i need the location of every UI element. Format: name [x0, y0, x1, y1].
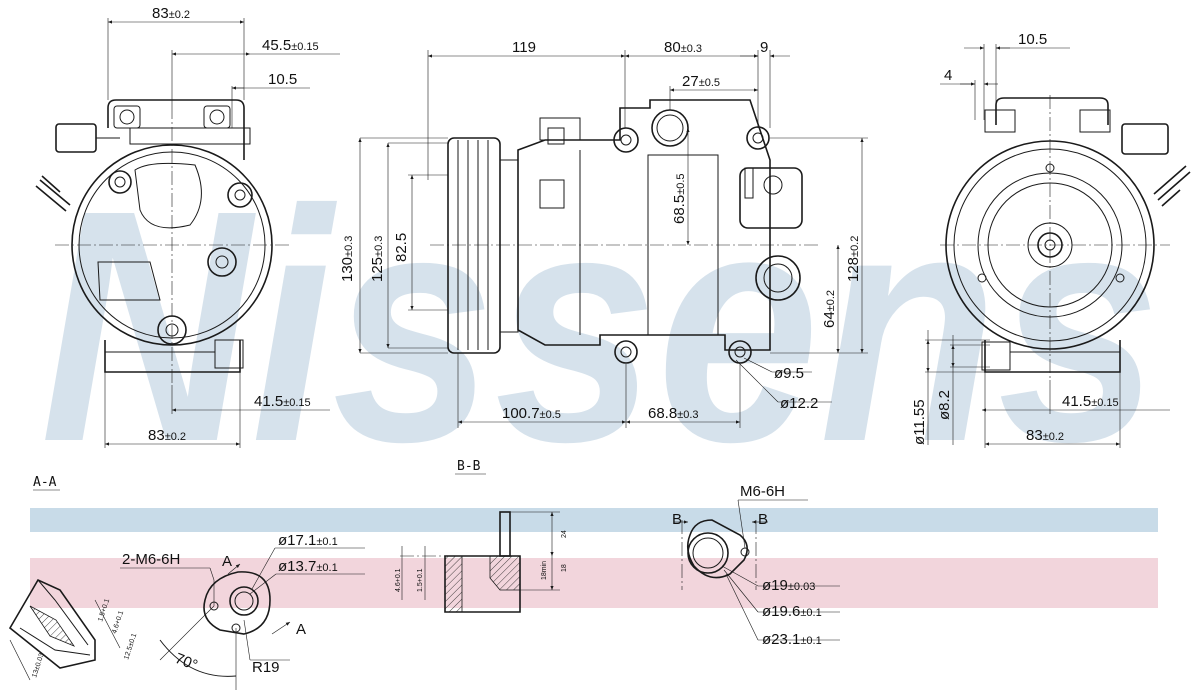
dim-130: 130±0.3 — [339, 236, 356, 282]
flange-dia-19-6: ø19.6±0.1 — [762, 603, 822, 620]
aa-dia-13-7: ø13.7±0.1 — [278, 558, 338, 575]
dim-bottom-width-left: 83±0.2 — [148, 427, 186, 444]
dim-80: 80±0.3 — [664, 39, 702, 56]
right-view: 10.5 4 ø11.55 ø8.2 41.5±0.15 83±0.2 — [911, 31, 1191, 448]
section-bb-label: B-B — [457, 459, 481, 474]
flange-thread: M6-6H — [740, 483, 785, 500]
flange-detail: B B M6-6H ø19±0.03 ø19.6±0.1 ø23.1±0.1 — [672, 483, 840, 648]
flange-dia-19: ø19±0.03 — [762, 577, 815, 594]
dim-10-5-right: 10.5 — [1018, 31, 1047, 48]
section-aa: A-A 1.5+0.1 4.6+0.1 12.5±0.1 13±0.03 2-M… — [8, 475, 365, 690]
dim-45-5: 45.5±0.15 — [262, 37, 319, 54]
dia-11-55: ø11.55 — [911, 399, 928, 445]
aa-small-2: 4.6+0.1 — [111, 610, 125, 635]
dim-27: 27±0.5 — [682, 73, 720, 90]
blue-band — [30, 508, 1158, 532]
dim-82-5: 82.5 — [393, 233, 410, 262]
aa-angle: 70° — [173, 650, 200, 674]
aa-small-4: 13±0.03 — [31, 652, 45, 678]
aa-dia-17-1: ø17.1±0.1 — [278, 532, 338, 549]
dim-119: 119 — [512, 39, 536, 56]
dim-68-5: 68.5±0.5 — [671, 173, 688, 224]
middle-view: 119 80±0.3 9 27±0.5 130±0.3 125±0.3 82.5… — [339, 39, 868, 428]
dia-9-5: ø9.5 — [774, 365, 804, 382]
dim-41-5-left: 41.5±0.15 — [254, 393, 311, 410]
aa-arrow-a-bottom: A — [296, 621, 306, 638]
bb-small-18: 18 — [561, 564, 568, 572]
aa-radius: R19 — [252, 659, 280, 676]
dim-128: 128±0.2 — [845, 236, 862, 282]
dim-68-8: 68.8±0.3 — [648, 405, 699, 422]
dia-12-2: ø12.2 — [780, 395, 818, 412]
dim-100-7: 100.7±0.5 — [502, 405, 561, 422]
dim-9: 9 — [760, 39, 768, 56]
dim-10-5-left: 10.5 — [268, 71, 297, 88]
aa-arrow-a-top: A — [222, 553, 232, 570]
flange-dia-23-1: ø23.1±0.1 — [762, 631, 822, 648]
bb-small-1-5: 1.5+0.1 — [417, 568, 424, 592]
dim-64: 64±0.2 — [821, 290, 838, 328]
dia-8-2: ø8.2 — [936, 390, 953, 420]
dim-41-5-right: 41.5±0.15 — [1062, 393, 1119, 410]
left-view: 83±0.2 45.5±0.15 10.5 41.5±0.15 83±0.2 — [35, 5, 340, 448]
pink-band — [30, 558, 1158, 608]
watermark-logo: Nissens — [40, 141, 1160, 510]
section-aa-label: A-A — [33, 475, 57, 490]
bb-small-24: 24 — [561, 530, 568, 538]
aa-thread: 2-M6-6H — [122, 551, 180, 568]
dim-4: 4 — [944, 67, 952, 84]
dim-top-width: 83±0.2 — [152, 5, 190, 22]
flange-arrow-b-left: B — [672, 511, 682, 528]
section-bb: B-B 24 18 18min 4.6+0.1 1.5+0.1 — [395, 459, 568, 613]
dim-125: 125±0.3 — [369, 236, 386, 282]
flange-arrow-b-right: B — [758, 511, 768, 528]
bb-small-4-6: 4.6+0.1 — [395, 568, 402, 592]
dim-bottom-width-right: 83±0.2 — [1026, 427, 1064, 444]
bb-small-18min: 18min — [541, 561, 548, 580]
aa-small-3: 12.5±0.1 — [123, 632, 138, 660]
